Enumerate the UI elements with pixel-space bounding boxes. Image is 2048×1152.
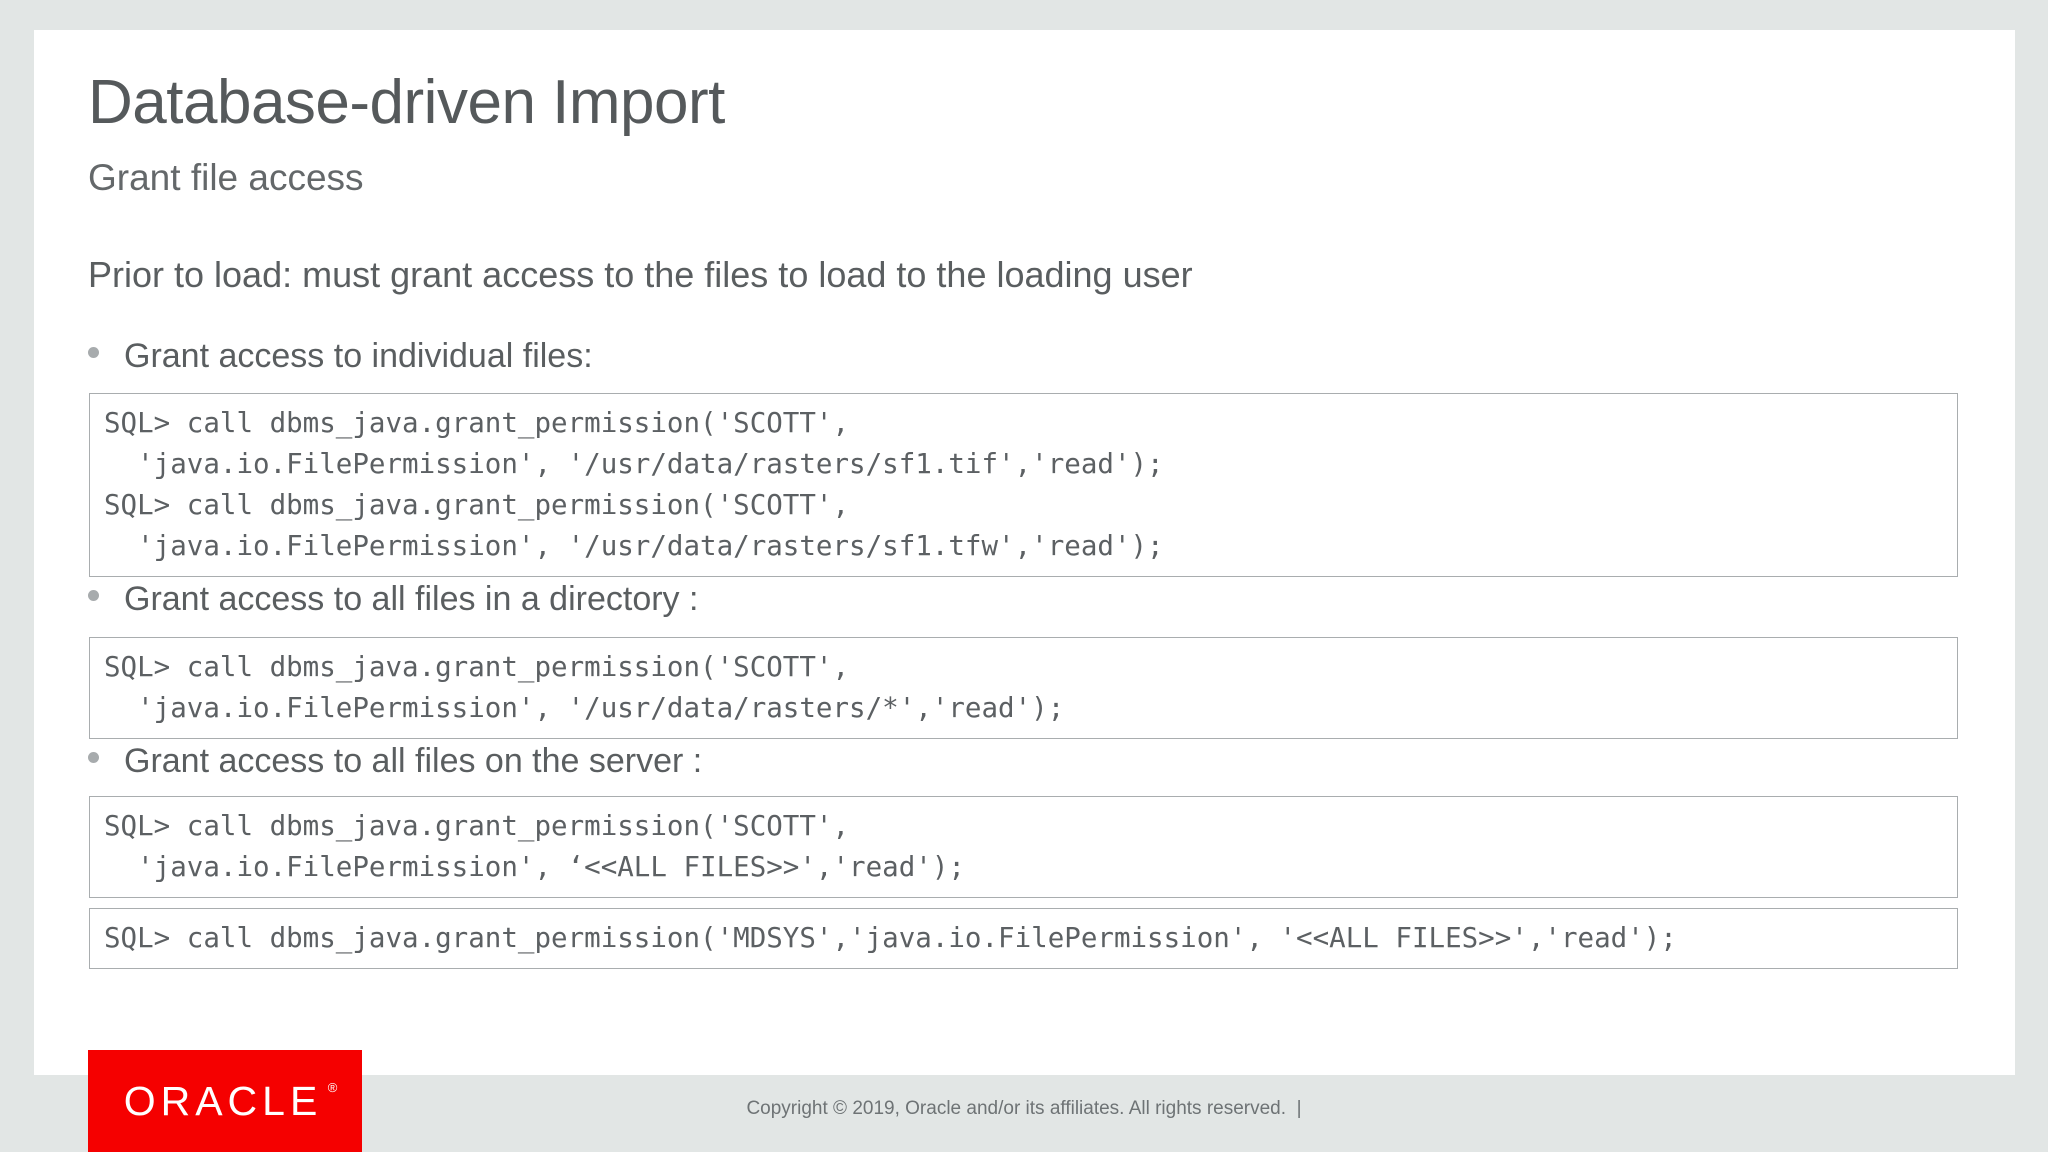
oracle-logo: ORACLE®	[88, 1050, 362, 1152]
bullet-item-directory: Grant access to all files in a directory…	[88, 580, 698, 619]
bullet-dot-icon	[88, 590, 99, 601]
code-line: SQL> call dbms_java.grant_permission('SC…	[104, 489, 850, 521]
code-line: SQL> call dbms_java.grant_permission('SC…	[104, 651, 850, 683]
bullet-item-all-files-server: Grant access to all files on the server …	[88, 742, 702, 781]
bullet-label: Grant access to all files on the server …	[124, 742, 703, 780]
bullet-label: Grant access to all files in a directory…	[124, 580, 699, 618]
code-block-all-files-mdsys: SQL> call dbms_java.grant_permission('MD…	[89, 908, 1958, 969]
bullet-item-individual-files: Grant access to individual files:	[88, 337, 593, 376]
registered-trademark-icon: ®	[327, 1079, 338, 1095]
code-line: 'java.io.FilePermission', '/usr/data/ras…	[104, 692, 1065, 724]
oracle-logo-label: ORACLE	[123, 1077, 323, 1124]
code-line: SQL> call dbms_java.grant_permission('SC…	[104, 810, 850, 842]
intro-text: Prior to load: must grant access to the …	[88, 254, 1193, 295]
code-line: SQL> call dbms_java.grant_permission('SC…	[104, 407, 850, 439]
code-line: 'java.io.FilePermission', '/usr/data/ras…	[104, 530, 1164, 562]
copyright-text: Copyright © 2019, Oracle and/or its affi…	[746, 1098, 1302, 1119]
code-line: 'java.io.FilePermission', ‘<<ALL FILES>>…	[104, 851, 965, 883]
code-block-individual-files: SQL> call dbms_java.grant_permission('SC…	[89, 393, 1958, 577]
oracle-wordmark-text: ORACLE®	[123, 1077, 338, 1125]
code-line: 'java.io.FilePermission', '/usr/data/ras…	[104, 448, 1164, 480]
code-line: SQL> call dbms_java.grant_permission('MD…	[104, 922, 1677, 954]
bullet-dot-icon	[88, 347, 99, 358]
page-subtitle: Grant file access	[88, 157, 364, 198]
code-block-all-files-scott: SQL> call dbms_java.grant_permission('SC…	[89, 796, 1958, 898]
page-title: Database-driven Import	[88, 68, 725, 137]
bullet-label: Grant access to individual files:	[124, 337, 593, 375]
bullet-dot-icon	[88, 752, 99, 763]
code-block-directory: SQL> call dbms_java.grant_permission('SC…	[89, 637, 1958, 739]
